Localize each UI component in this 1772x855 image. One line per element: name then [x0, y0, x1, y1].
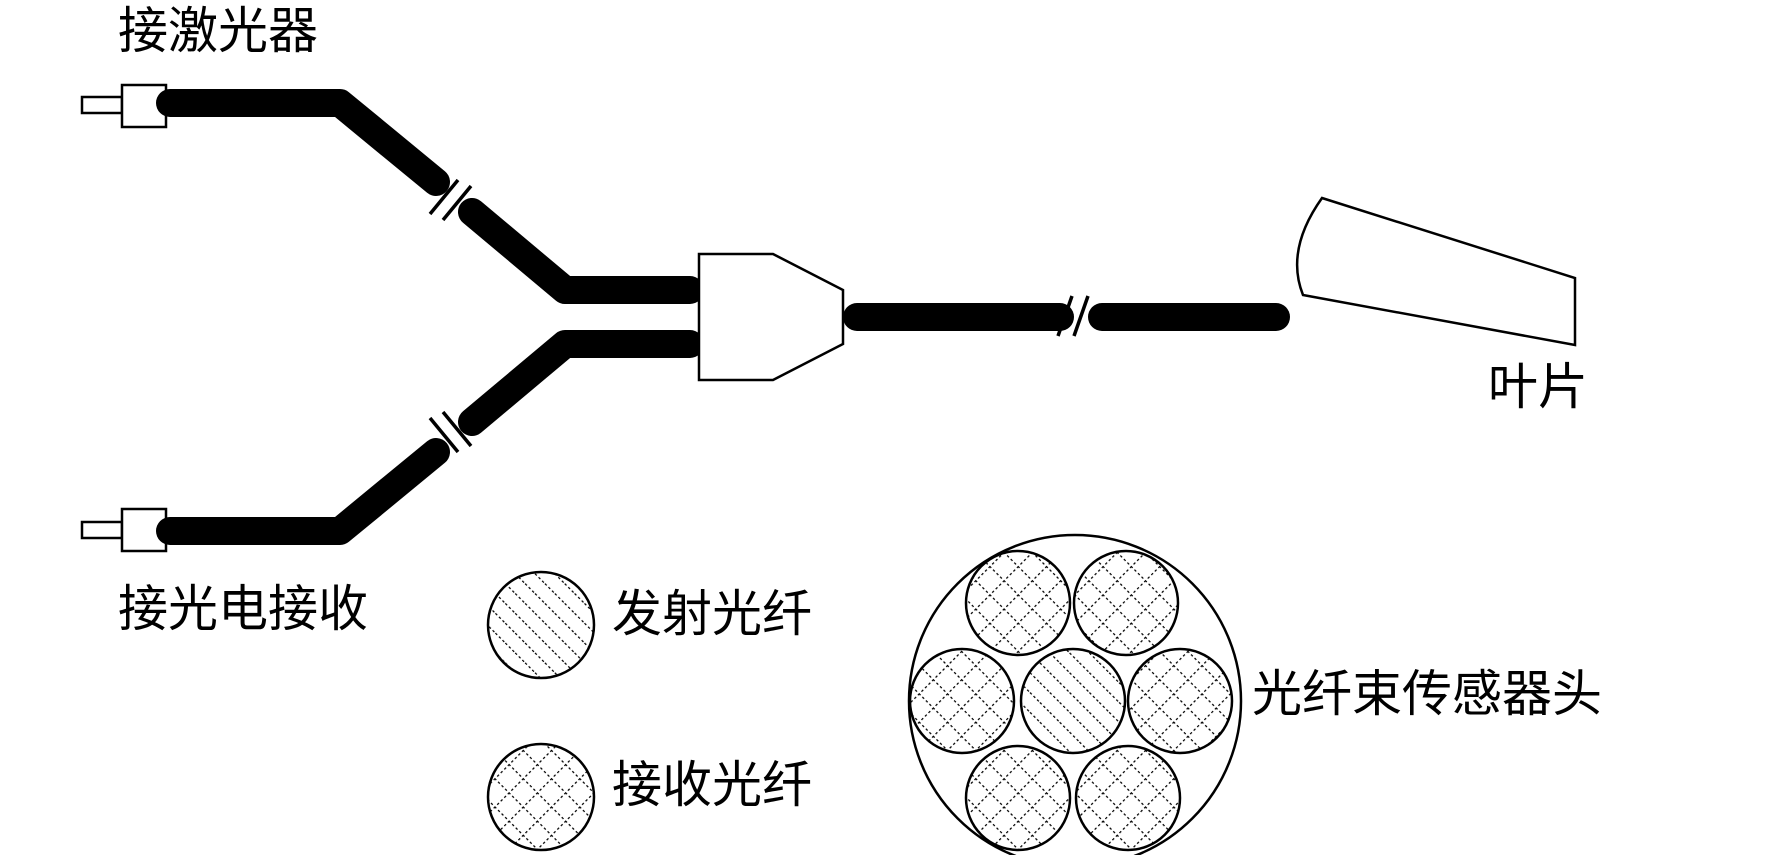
blade-label: 叶片 — [1488, 358, 1588, 416]
center-emitting-fiber — [1019, 647, 1127, 755]
ring-receiving-fiber — [1126, 647, 1234, 755]
probe-bundle — [907, 533, 1243, 855]
lower-cable-break-mark — [428, 410, 473, 454]
laser-connector-label: 接激光器 — [118, 2, 318, 60]
upper-cable-break-mark — [428, 178, 473, 222]
ring-receiving-fiber — [964, 549, 1072, 657]
legend-receiving-fiber-swatch — [486, 742, 596, 852]
coupler-body — [697, 252, 845, 382]
lower-fiber-cable — [156, 330, 704, 545]
output-cable-break-mark — [1056, 295, 1090, 337]
detector-connector — [80, 507, 168, 553]
detector-connector-label: 接光电接收 — [118, 580, 368, 638]
ring-receiving-fiber — [908, 647, 1016, 755]
blade-shape — [1295, 196, 1577, 347]
ring-receiving-fiber — [1074, 744, 1182, 852]
probe-head-label: 光纤束传感器头 — [1252, 665, 1602, 723]
upper-fiber-cable — [156, 89, 704, 304]
legend-emitting-fiber-label: 发射光纤 — [612, 585, 812, 643]
laser-connector — [80, 83, 168, 129]
ring-receiving-fiber — [964, 744, 1072, 852]
legend-receiving-fiber-label: 接收光纤 — [612, 756, 812, 814]
legend-emitting-fiber-swatch — [486, 570, 596, 680]
ring-receiving-fiber — [1072, 549, 1180, 657]
